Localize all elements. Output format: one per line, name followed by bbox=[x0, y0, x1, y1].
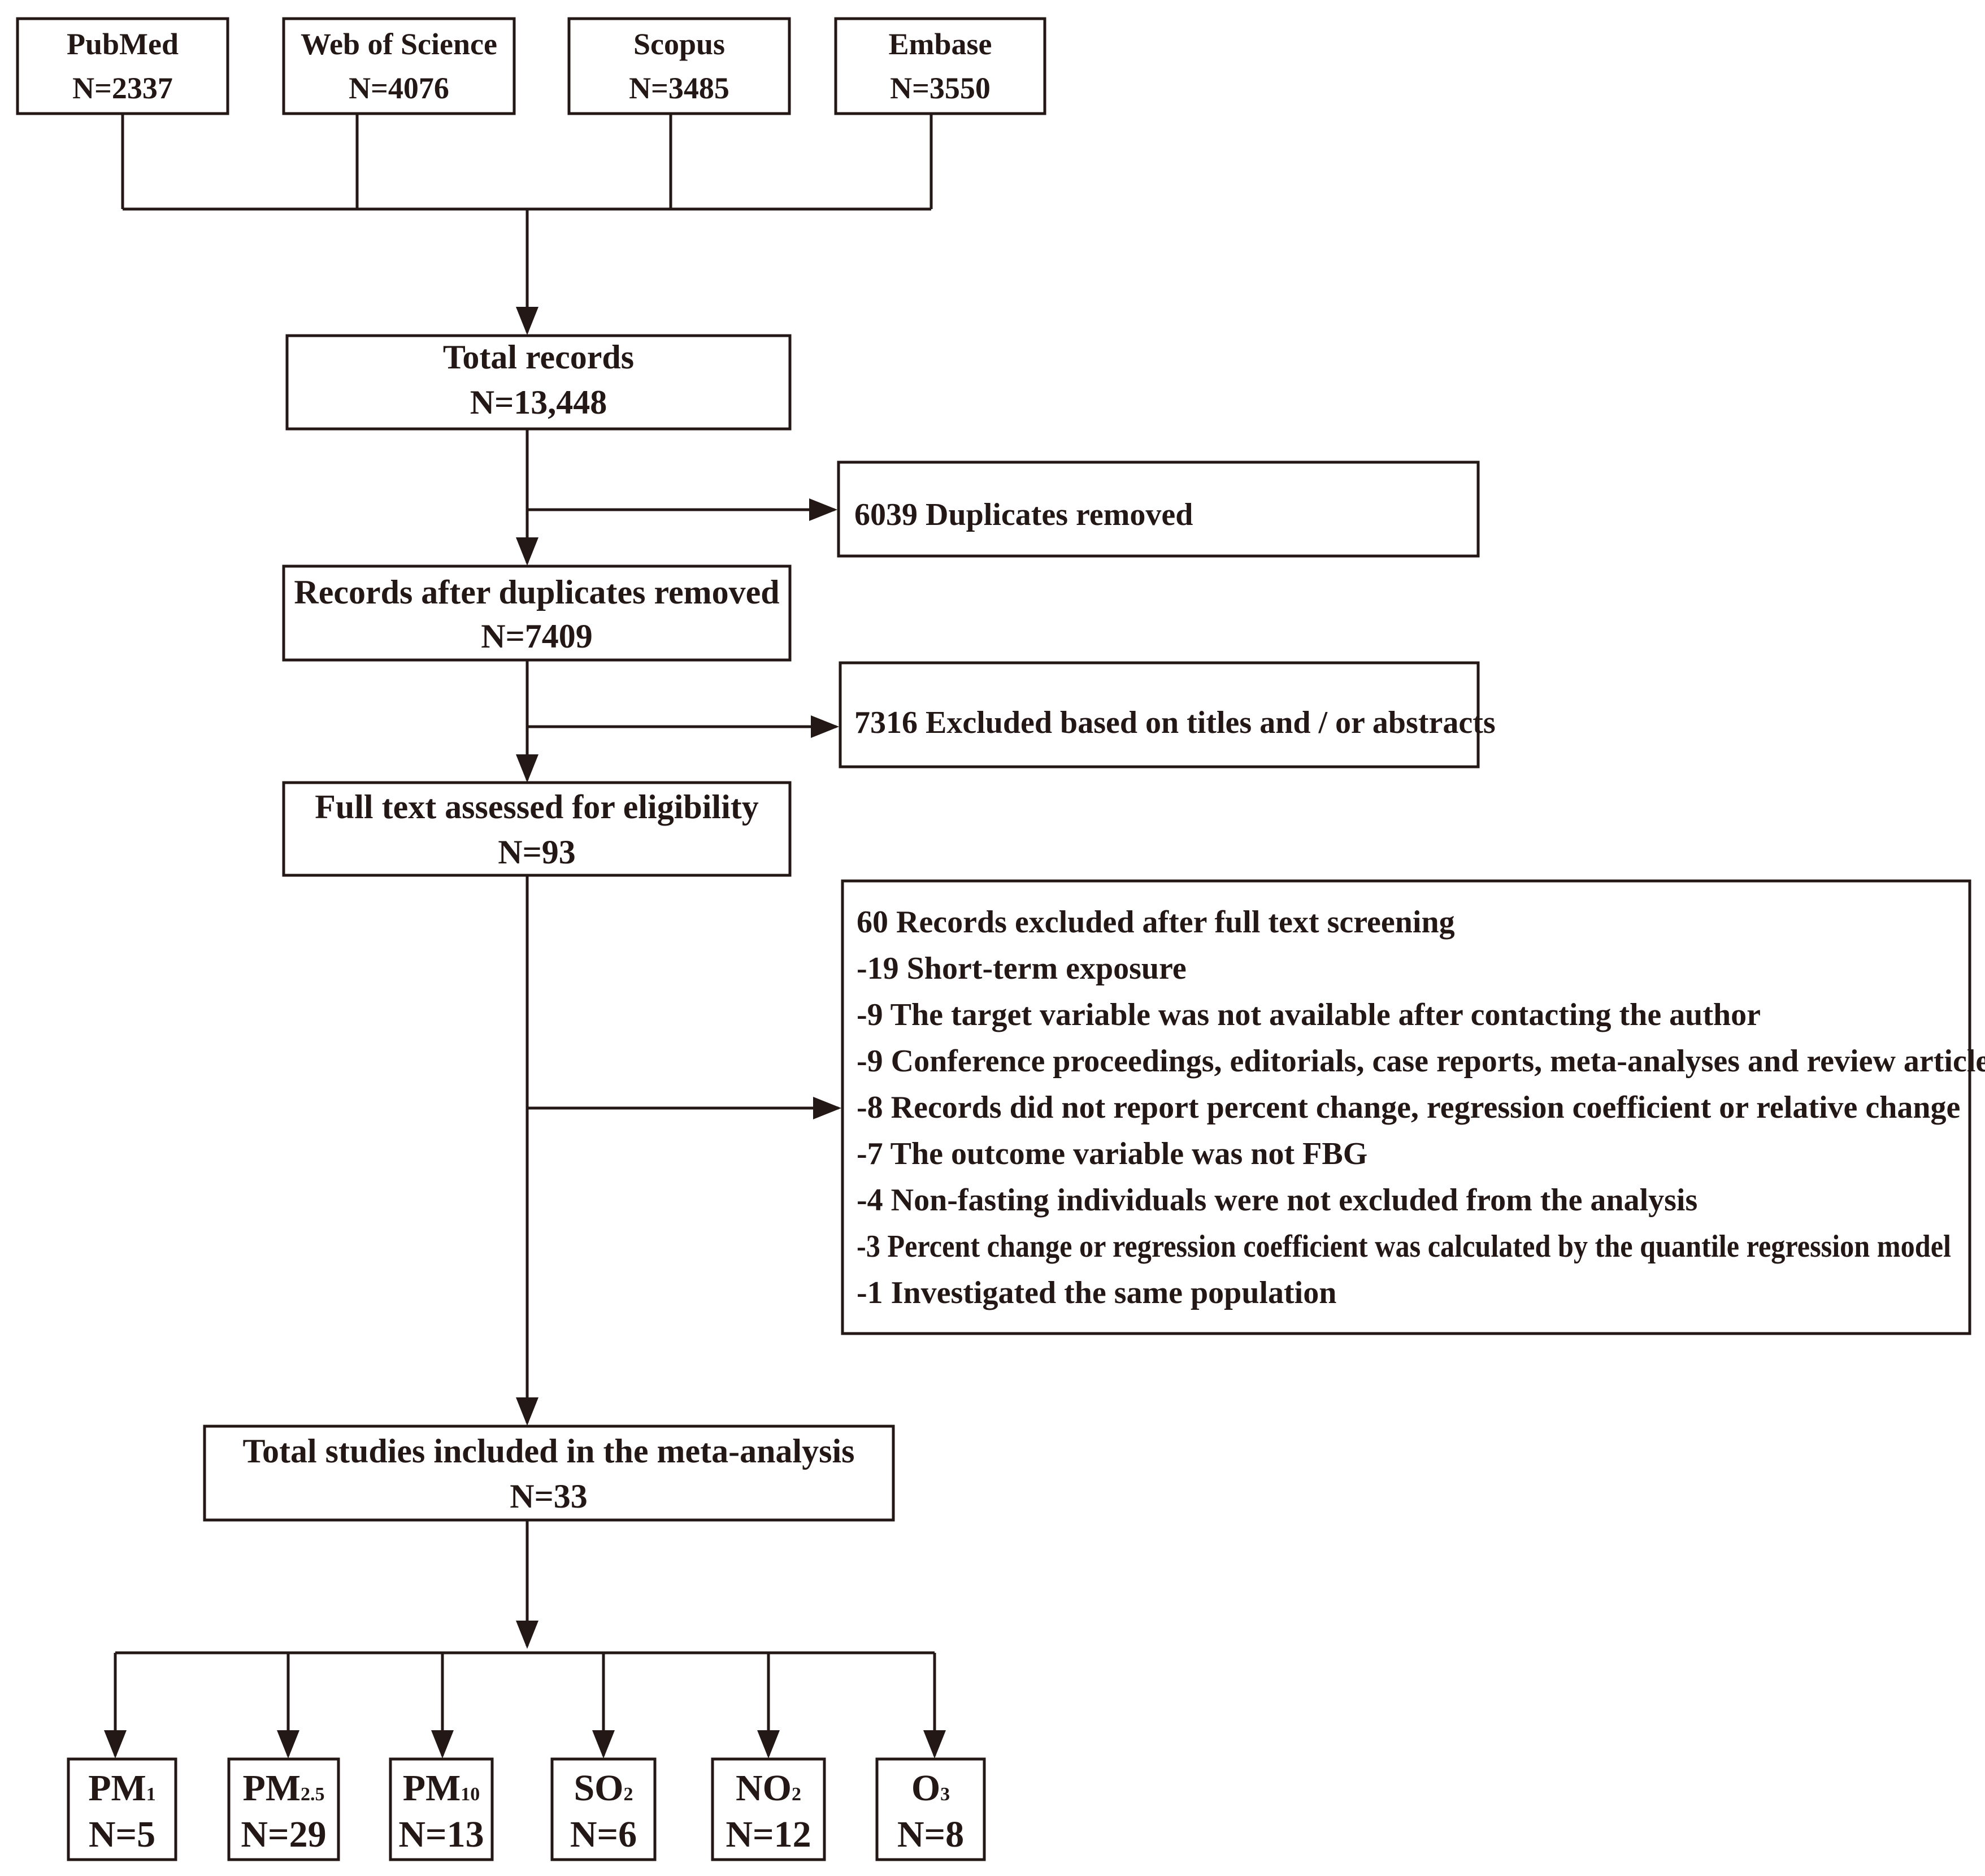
full-text-label: Full text assessed for eligibility bbox=[315, 788, 759, 826]
title-abstract-excluded-box: 7316 Excluded based on titles and / or a… bbox=[839, 661, 1496, 768]
exclusion-reason: -9 Conference proceedings, editorials, c… bbox=[857, 1044, 1985, 1079]
pollutant-name: PM2.5 bbox=[242, 1768, 324, 1809]
source-name: Embase bbox=[888, 27, 992, 61]
pollutant-count: N=8 bbox=[897, 1814, 964, 1855]
full-text-excluded-box: 60 Records excluded after full text scre… bbox=[841, 879, 1985, 1335]
title-abstract-excluded-label: 7316 Excluded based on titles and / or a… bbox=[854, 705, 1496, 740]
full-text-box: Full text assessed for eligibility N=93 bbox=[282, 781, 792, 877]
pollutant-connectors bbox=[104, 1651, 946, 1758]
exclusion-reason: -9 The target variable was not available… bbox=[857, 997, 1761, 1032]
after-duplicates-label: Records after duplicates removed bbox=[294, 574, 779, 611]
source-name: Web of Science bbox=[301, 27, 497, 61]
exclusion-reason: -3 Percent change or regression coeffici… bbox=[857, 1229, 1951, 1264]
exclusion-reason: -8 Records did not report percent change… bbox=[857, 1090, 1960, 1125]
source-name: PubMed bbox=[67, 27, 179, 61]
after-duplicates-box: Records after duplicates removed N=7409 bbox=[282, 564, 792, 662]
pollutant-count: N=5 bbox=[89, 1814, 155, 1855]
source-box-pubmed: PubMed N=2337 bbox=[16, 17, 229, 115]
pollutant-count: N=13 bbox=[398, 1814, 484, 1855]
pollutant-box-pm10: PM10 N=13 bbox=[389, 1757, 494, 1861]
source-name: Scopus bbox=[633, 27, 725, 61]
pollutant-name: PM1 bbox=[88, 1768, 156, 1809]
full-text-excluded-heading: 60 Records excluded after full text scre… bbox=[857, 905, 1455, 940]
pollutant-name: NO2 bbox=[736, 1768, 801, 1809]
total-records-box: Total records N=13,448 bbox=[285, 334, 792, 431]
pollutant-name: O3 bbox=[911, 1768, 950, 1809]
pollutant-name: PM10 bbox=[403, 1768, 480, 1809]
full-text-count: N=93 bbox=[498, 833, 576, 871]
source-count: N=4076 bbox=[349, 71, 449, 105]
pollutant-count: N=12 bbox=[726, 1814, 811, 1855]
source-box-embase: Embase N=3550 bbox=[834, 17, 1046, 115]
exclusion-reason: -1 Investigated the same population bbox=[857, 1275, 1336, 1310]
exclusion-reason: -7 The outcome variable was not FBG bbox=[857, 1136, 1367, 1171]
included-studies-label: Total studies included in the meta-analy… bbox=[243, 1432, 855, 1470]
after-duplicates-count: N=7409 bbox=[481, 618, 593, 655]
pollutant-box-pm2-5: PM2.5 N=29 bbox=[227, 1757, 340, 1861]
pollutant-count: N=6 bbox=[570, 1814, 637, 1855]
source-connectors bbox=[121, 114, 933, 335]
exclusion-reason: -19 Short-term exposure bbox=[857, 951, 1187, 986]
included-studies-count: N=33 bbox=[510, 1478, 588, 1515]
source-count: N=2337 bbox=[72, 71, 173, 105]
pollutant-box-no2: NO2 N=12 bbox=[711, 1757, 826, 1861]
source-count: N=3550 bbox=[890, 71, 991, 105]
source-count: N=3485 bbox=[629, 71, 729, 105]
included-studies-box: Total studies included in the meta-analy… bbox=[203, 1425, 895, 1522]
total-records-label: Total records bbox=[443, 338, 634, 376]
exclusion-reason: -4 Non-fasting individuals were not excl… bbox=[857, 1183, 1697, 1218]
source-box-web-of-science: Web of Science N=4076 bbox=[282, 17, 516, 115]
pollutant-name: SO2 bbox=[574, 1768, 633, 1809]
duplicates-removed-box: 6039 Duplicates removed bbox=[837, 461, 1480, 558]
pollutant-count: N=29 bbox=[241, 1814, 326, 1855]
total-records-count: N=13,448 bbox=[470, 384, 607, 421]
pollutant-box-o3: O3 N=8 bbox=[875, 1757, 986, 1861]
pollutant-box-pm1: PM1 N=5 bbox=[67, 1757, 177, 1861]
duplicates-removed-label: 6039 Duplicates removed bbox=[854, 497, 1193, 532]
pollutant-box-so2: SO2 N=6 bbox=[550, 1757, 657, 1861]
source-box-scopus: Scopus N=3485 bbox=[567, 17, 791, 115]
